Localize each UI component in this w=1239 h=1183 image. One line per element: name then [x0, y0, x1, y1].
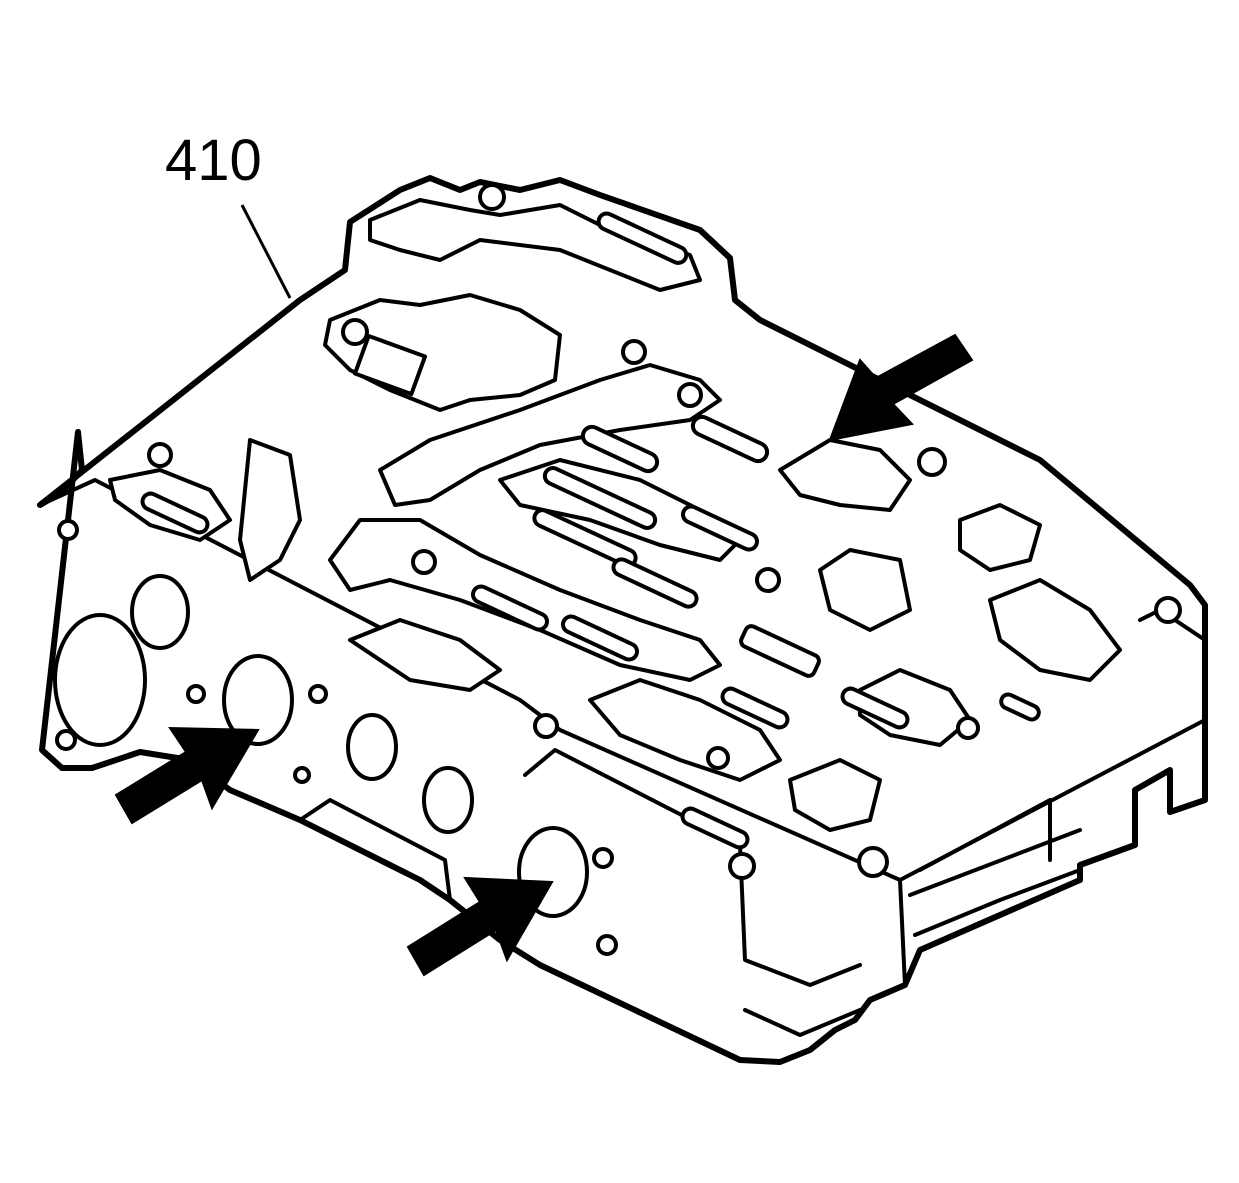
top-hole-13: [1154, 596, 1182, 624]
front-left-step: [298, 798, 452, 902]
front-port-large: [53, 613, 147, 747]
arrow-top-right: [828, 333, 974, 442]
channel-right-lower-1: [858, 668, 972, 747]
channel-right-loop: [818, 548, 912, 632]
top-hole-1: [478, 183, 506, 211]
front-bolt-hole-3: [186, 684, 206, 704]
slot-5: [532, 508, 638, 568]
top-hole-10: [706, 746, 730, 770]
channel-right-mid: [778, 438, 912, 512]
slot-6: [680, 504, 760, 552]
front-bolt-hole-7: [596, 934, 618, 956]
slot-12: [680, 806, 750, 850]
front-port-right: [422, 766, 474, 834]
slot-8: [470, 584, 550, 632]
channel-left-vertical: [238, 438, 302, 582]
channel-bottom-left: [348, 618, 502, 692]
slot-14: [999, 692, 1041, 722]
top-hole-14: [956, 716, 980, 740]
channel-right-upper: [958, 503, 1042, 572]
top-face-channels: [108, 183, 1182, 880]
top-hole-8: [755, 567, 781, 593]
channel-long-center: [378, 363, 722, 507]
top-hole-4: [677, 382, 703, 408]
callout-leader-line: [240, 204, 292, 299]
front-bolt-hole-6: [592, 847, 614, 869]
slot-10: [739, 624, 821, 678]
top-hole-7: [411, 549, 437, 575]
front-port-center: [346, 713, 398, 781]
top-hole-3: [621, 339, 647, 365]
top-hole-5: [917, 447, 947, 477]
slot-4: [542, 466, 658, 530]
slot-9: [560, 614, 640, 662]
arrow-front-left: [114, 726, 260, 825]
slot-13: [140, 491, 210, 535]
top-hole-11: [728, 852, 756, 880]
front-bolt-hole-1: [57, 519, 79, 541]
channel-right-lower-2: [988, 578, 1122, 682]
channel-bottom-center: [588, 678, 782, 782]
right-face-lower-edge-3: [913, 868, 1082, 937]
front-lower-step: [743, 1008, 862, 1037]
slot-15: [840, 686, 910, 730]
top-hole-2: [341, 318, 369, 346]
slot-7: [611, 557, 699, 609]
front-bolt-hole-4: [308, 684, 328, 704]
top-hole-12: [857, 846, 889, 878]
channel-outer-loop: [368, 198, 702, 292]
front-bolt-hole-2: [55, 729, 77, 751]
pointer-arrows: [114, 333, 974, 977]
front-port-mid: [222, 654, 294, 746]
top-hole-6: [147, 442, 173, 468]
front-step-edge: [523, 748, 862, 987]
front-bolt-hole-5: [293, 766, 311, 784]
slot-2: [580, 424, 660, 474]
top-hole-9: [533, 713, 559, 739]
channel-bottom-right: [788, 758, 882, 832]
channel-block-1: [352, 333, 428, 397]
slot-1: [596, 211, 689, 265]
slot-11: [720, 686, 790, 730]
arrow-front-right: [406, 876, 554, 977]
front-port-upper: [130, 574, 190, 650]
callout-label-410: 410: [165, 128, 262, 193]
slot-3: [690, 414, 770, 464]
right-face-lower-edge-2: [908, 828, 1082, 897]
